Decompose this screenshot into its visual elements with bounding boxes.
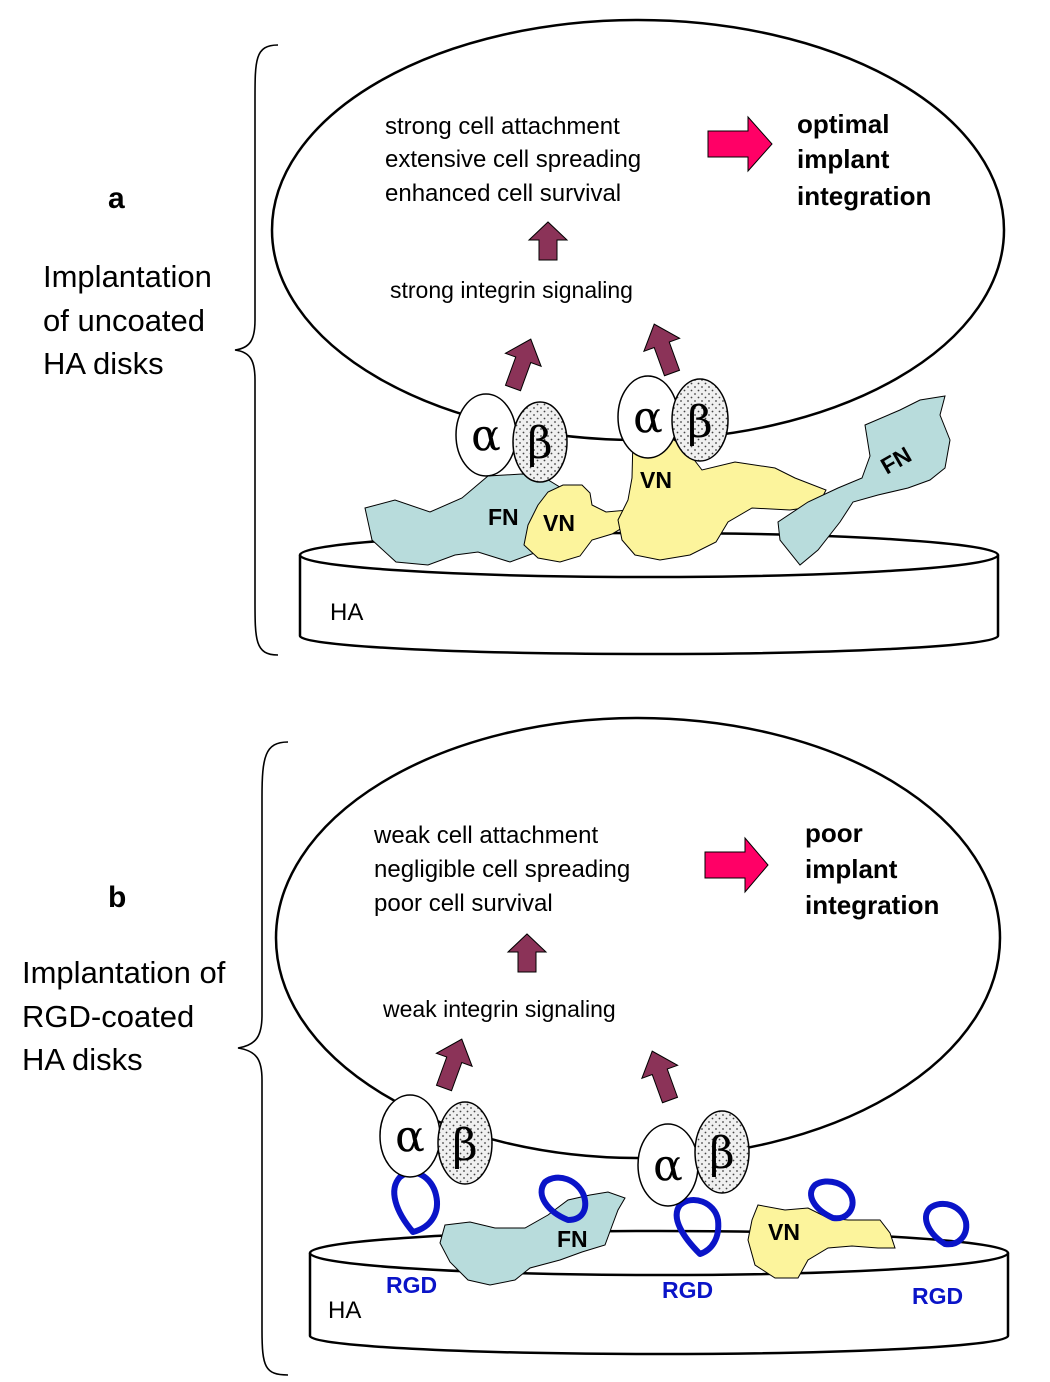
- panel-b-description-line-2: RGD-coated: [22, 999, 194, 1034]
- outcome-b-line-2: implant: [805, 854, 898, 884]
- alpha-label-b2: α: [653, 1140, 683, 1191]
- panel-a-brace: [234, 44, 279, 656]
- signal-arrow-b3: [506, 933, 548, 973]
- panel-a-description-line-2: of uncoated: [43, 303, 205, 338]
- outcome-a-line-1: optimal: [797, 109, 889, 139]
- protein-label-a3: VN: [640, 467, 672, 493]
- panel-a: a Implantation of uncoated HA disks HA F…: [43, 18, 1006, 656]
- rgd-label-b1: RGD: [386, 1272, 437, 1298]
- protein-label-a2: VN: [543, 510, 575, 536]
- integrin-a2: α β: [617, 375, 729, 462]
- protein-label-b2: VN: [768, 1219, 800, 1245]
- panel-b: b Implantation of RGD-coated HA disks HA…: [22, 716, 1010, 1376]
- alpha-label-a2: α: [633, 392, 663, 443]
- outcome-arrow-b: [704, 836, 769, 894]
- cell-a: [270, 18, 1006, 442]
- rgd-loop-b5: [923, 1200, 970, 1248]
- cell-b: [274, 716, 1002, 1160]
- outcome-a-line-2: implant: [797, 144, 890, 174]
- ha-label-a: HA: [330, 599, 363, 626]
- rgd-loop-b1: [391, 1169, 440, 1235]
- panel-a-letter: a: [108, 182, 125, 215]
- beta-label-a2: β: [687, 397, 712, 448]
- beta-label-b1: β: [452, 1120, 477, 1171]
- integrin-b1: α β: [379, 1094, 493, 1185]
- outcome-a-line-3: integration: [797, 181, 931, 211]
- cell-effect-b1: weak cell attachment: [373, 822, 598, 849]
- integrin-a1: α β: [455, 393, 568, 483]
- outcome-arrow-a: [707, 115, 773, 173]
- cell-effect-a1: strong cell attachment: [385, 113, 620, 140]
- signal-arrow-b2: [641, 1050, 679, 1104]
- rgd-loop-b3: [673, 1197, 722, 1257]
- signal-arrow-a3: [527, 221, 569, 261]
- fibronectin-shape-a2: [777, 395, 951, 566]
- alpha-label-a1: α: [471, 410, 501, 461]
- panel-b-description-line-3: HA disks: [22, 1042, 143, 1077]
- alpha-label-b1: α: [395, 1111, 425, 1162]
- panel-b-letter: b: [108, 881, 126, 914]
- outcome-b-line-1: poor: [805, 818, 863, 848]
- beta-label-b2: β: [709, 1128, 734, 1179]
- rgd-loop-b4: [808, 1178, 856, 1222]
- signal-arrow-a1: [504, 338, 542, 392]
- rgd-label-b2: RGD: [662, 1277, 713, 1303]
- panel-b-description-line-1: Implantation of: [22, 955, 226, 990]
- rgd-label-b3: RGD: [912, 1283, 963, 1309]
- panel-a-description-line-3: HA disks: [43, 346, 164, 381]
- signal-arrow-b1: [435, 1038, 473, 1092]
- outcome-b-line-3: integration: [805, 890, 939, 920]
- vitronectin-shape-a2: [617, 429, 827, 561]
- panel-a-description-line-1: Implantation: [43, 259, 212, 294]
- signaling-text-a: strong integrin signaling: [390, 277, 633, 303]
- rgd-loop-b2: [538, 1174, 589, 1223]
- integrin-b2: α β: [637, 1110, 750, 1207]
- cell-effect-a3: enhanced cell survival: [385, 180, 621, 207]
- panel-b-brace: [237, 741, 289, 1376]
- signal-arrow-a2: [643, 323, 681, 377]
- cell-effect-a2: extensive cell spreading: [385, 146, 641, 173]
- cell-effect-b2: negligible cell spreading: [374, 856, 630, 883]
- cell-effect-b3: poor cell survival: [374, 890, 553, 917]
- signaling-text-b: weak integrin signaling: [382, 996, 616, 1022]
- protein-label-b1: FN: [557, 1226, 588, 1252]
- ha-label-b: HA: [328, 1297, 361, 1324]
- beta-label-a1: β: [527, 418, 552, 469]
- protein-label-a1: FN: [488, 504, 519, 530]
